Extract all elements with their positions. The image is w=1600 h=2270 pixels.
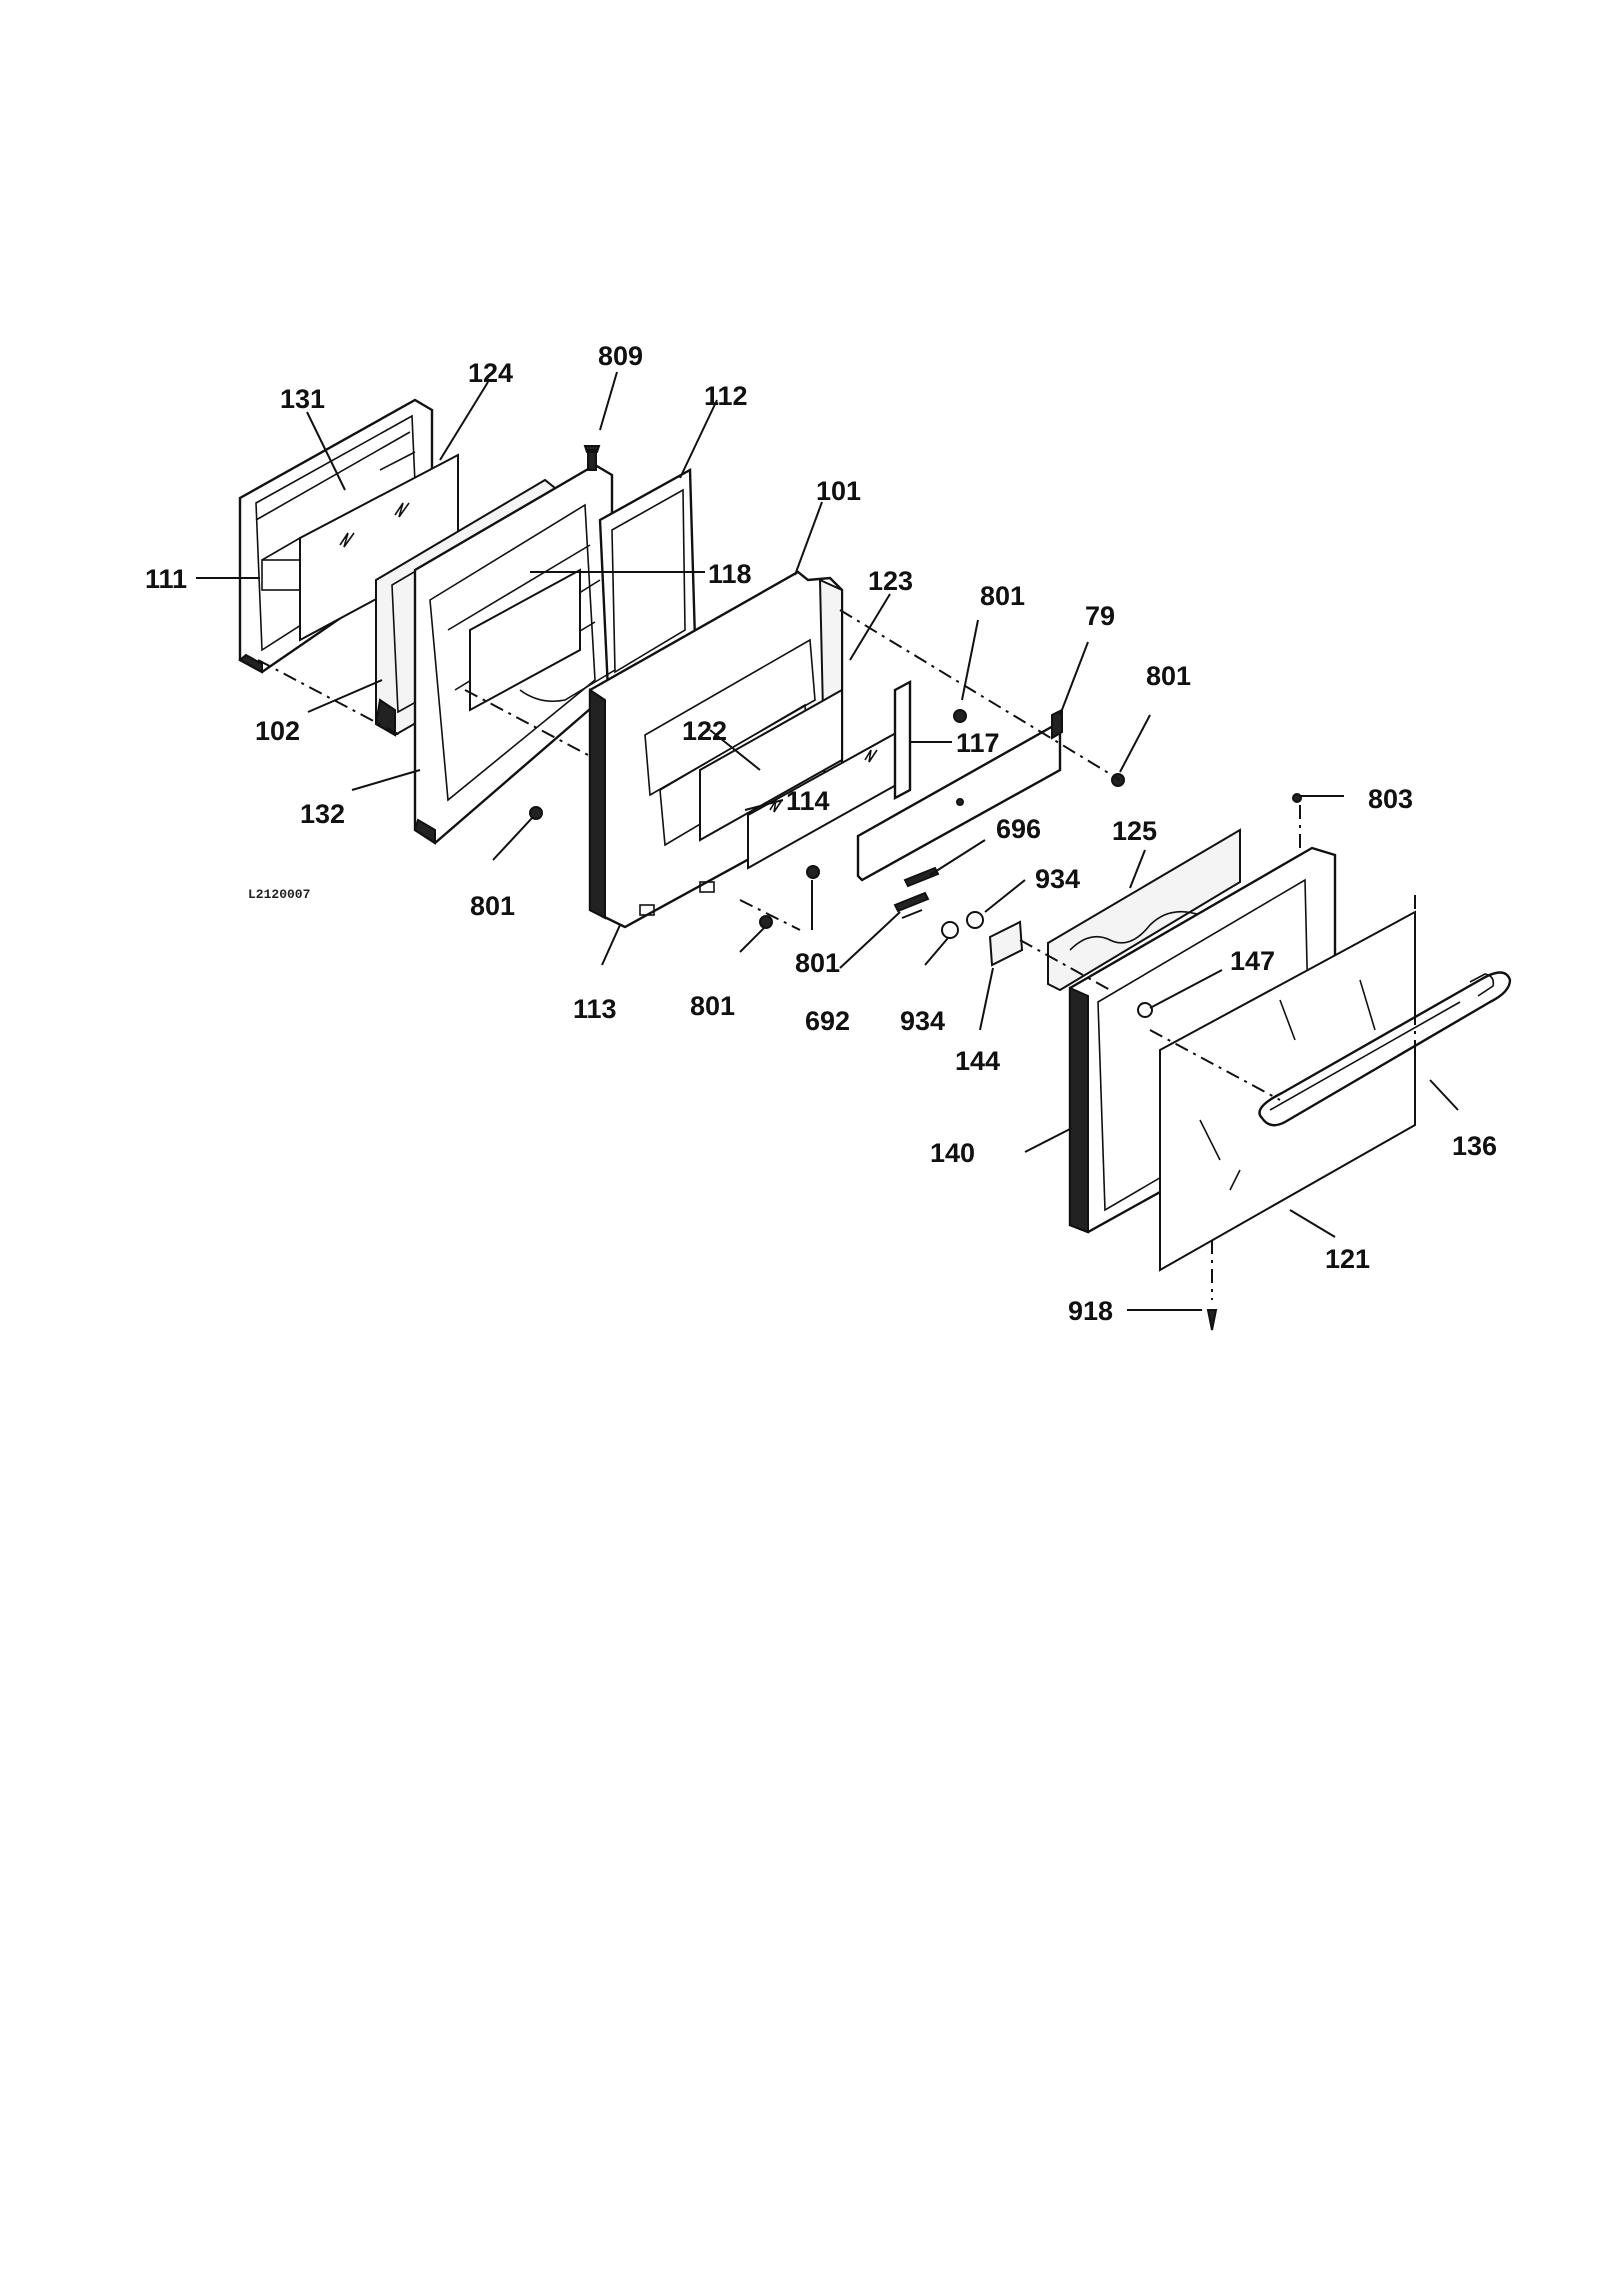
callout-801-b: 801 [1146,661,1191,691]
callout-101: 101 [816,476,861,506]
callout-124: 124 [468,358,513,388]
callout-114: 114 [786,786,830,816]
callout-918: 918 [1068,1296,1113,1326]
callout-801-a: 801 [980,581,1025,611]
part-79-vent-panel [856,708,1063,882]
callout-801-c: 801 [470,891,515,921]
callout-118: 118 [708,559,752,589]
callout-labels: 131 124 809 112 111 118 101 123 801 79 8… [145,341,1497,1326]
callout-934-a: 934 [1035,864,1080,894]
callout-147: 147 [1230,946,1275,976]
callout-131: 131 [280,384,325,414]
callout-140: 140 [930,1138,975,1168]
callout-803: 803 [1368,784,1413,814]
callout-113: 113 [573,994,617,1024]
callout-692: 692 [805,1006,850,1036]
callout-79: 79 [1085,601,1115,631]
drawing-code: L2120007 [248,887,310,902]
callout-123: 123 [868,566,913,596]
part-144-hinge-plate [988,920,1024,967]
callout-934-b: 934 [900,1006,945,1036]
part-123-glass [699,688,843,842]
leader-lines [196,371,1459,1311]
part-112-inner-frame [469,467,697,712]
hardware-screws-washers [529,445,1302,1331]
callout-144: 144 [955,1046,1000,1076]
callout-809: 809 [598,341,643,371]
callout-111: 111 [145,564,187,594]
callout-117: 117 [956,728,1000,758]
callout-121: 121 [1325,1244,1370,1274]
callout-136: 136 [1452,1131,1497,1161]
callout-102: 102 [255,716,300,746]
part-125-insulation [1047,828,1241,992]
callout-125: 125 [1112,816,1157,846]
callout-696: 696 [996,814,1041,844]
callout-132: 132 [300,799,345,829]
callout-112: 112 [704,381,748,411]
part-136-handle [1258,971,1512,1127]
callout-801-d: 801 [795,948,840,978]
part-117-bracket [893,680,912,800]
alignment-lines [257,609,1416,1300]
callout-122: 122 [682,716,727,746]
callout-801-e: 801 [690,991,735,1021]
